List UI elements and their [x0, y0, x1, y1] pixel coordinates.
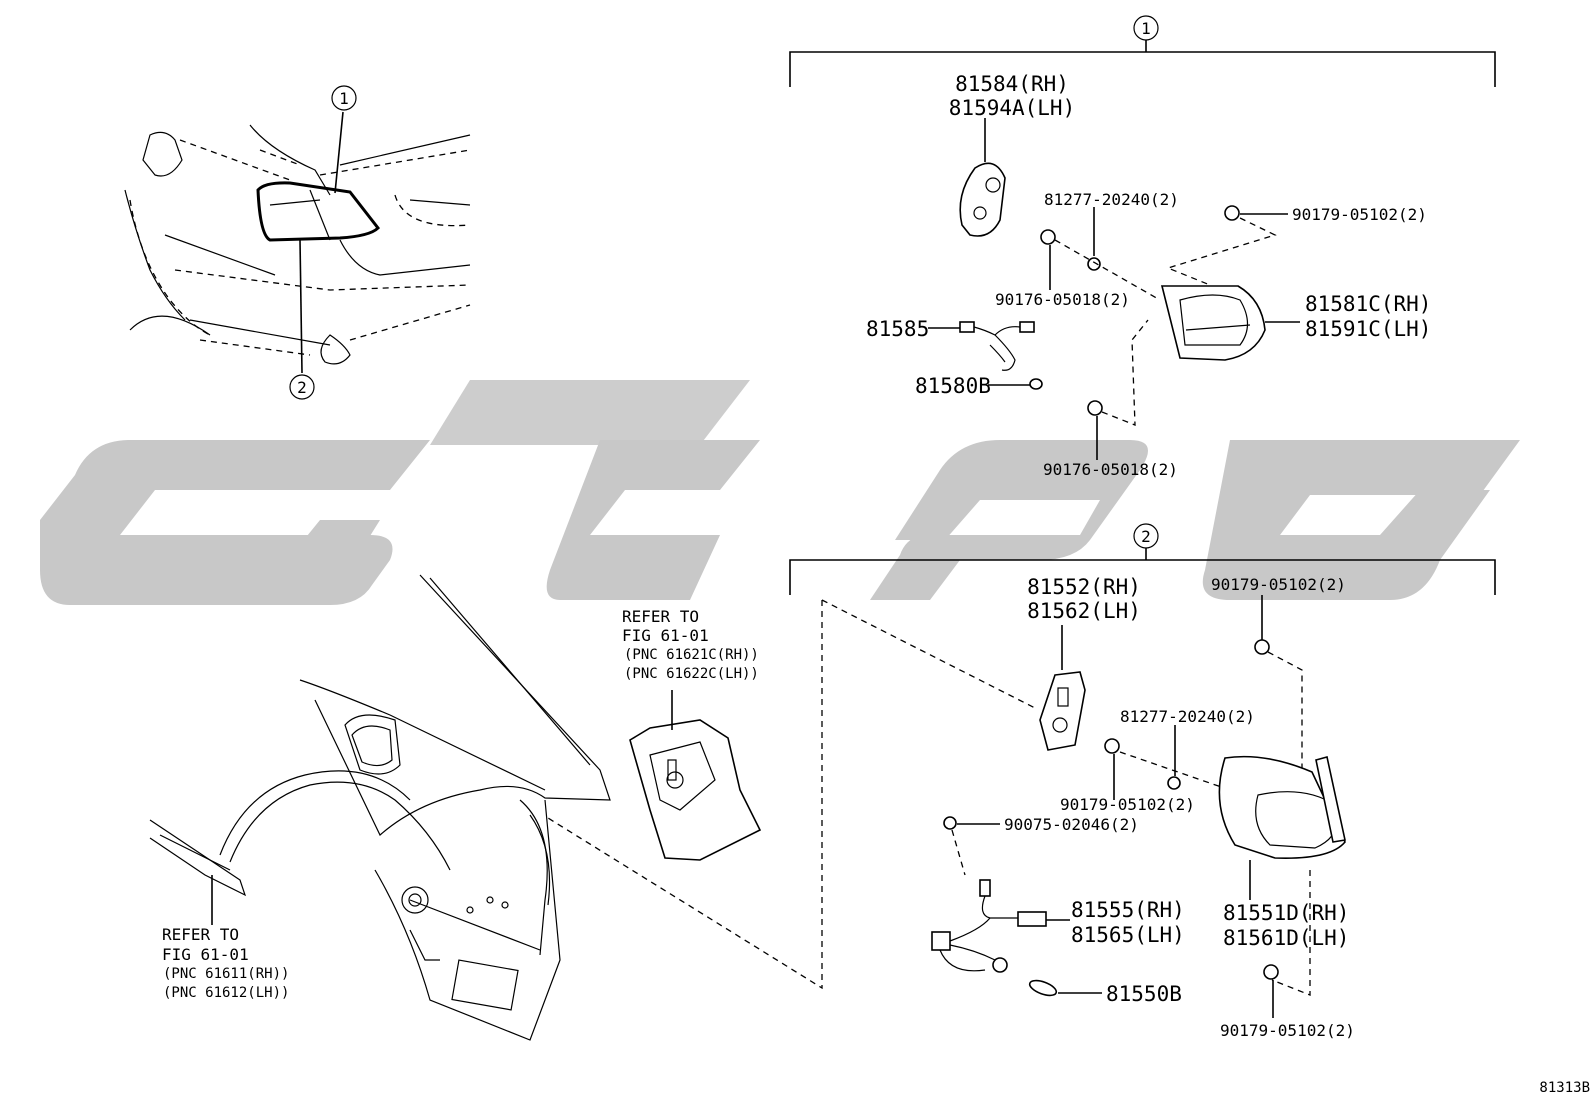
svg-text:(PNC 61611(RH)): (PNC 61611(RH)) — [163, 966, 289, 982]
label-81584: 81584(RH) — [955, 72, 1069, 96]
label-81552: 81552(RH) — [1027, 575, 1141, 599]
group-1-bracket: 1 — [789, 15, 1496, 87]
label-90179-g2a: 90179-05102(2) — [1211, 575, 1346, 594]
part-81277-g1: 81277-20240(2) — [1044, 190, 1179, 271]
part-90176-g1b: 90176-05018(2) — [1043, 319, 1178, 479]
overview-callout-2: 2 — [289, 239, 315, 400]
label-81580B: 81580B — [915, 374, 991, 398]
label-81277-g1: 81277-20240(2) — [1044, 190, 1179, 209]
leader-g2-dash-body — [547, 600, 823, 990]
label-90075: 90075-02046(2) — [1004, 815, 1139, 834]
part-81555-socket: 81555(RH) 81565(LH) — [931, 879, 1185, 973]
tail-lamp-bracket — [629, 690, 762, 861]
label-81594A: 81594A(LH) — [949, 96, 1075, 120]
overview-callout-1: 1 — [331, 85, 357, 194]
part-90179-g1a: 90179-05102(2) — [1166, 205, 1427, 286]
quarter-panel-drawing — [149, 574, 611, 1041]
label-81565: 81565(LH) — [1071, 923, 1185, 947]
label-81562: 81562(LH) — [1027, 599, 1141, 623]
part-90179-g2c: 90179-05102(2) — [1220, 964, 1355, 1040]
part-81584-gasket: 81584(RH) 81594A(LH) — [949, 72, 1075, 237]
label-90176-g1b: 90176-05018(2) — [1043, 460, 1178, 479]
figure-id: 81313B — [1539, 1080, 1590, 1096]
part-81580B-bulb: 81580B — [915, 374, 1043, 398]
part-90075-clip: 90075-02046(2) — [943, 815, 1139, 876]
svg-text:REFER TO: REFER TO — [622, 607, 699, 626]
part-90176-g1a: 90176-05018(2) — [995, 229, 1130, 309]
ref-note-mid: REFER TO FIG 61-01 (PNC 61621C(RH)) (PNC… — [622, 607, 759, 682]
leader-g2-dash-gasket — [821, 599, 1036, 709]
part-81277-g2: 81277-20240(2) — [1120, 707, 1255, 790]
part-90179-g2b: 90179-05102(2) — [1060, 738, 1231, 814]
label-81555: 81555(RH) — [1071, 898, 1185, 922]
group-2-bracket: 2 — [789, 523, 1496, 595]
label-90179-g1a: 90179-05102(2) — [1292, 205, 1427, 224]
label-90179-g2c: 90179-05102(2) — [1220, 1021, 1355, 1040]
svg-text:(PNC 61621C(RH)): (PNC 61621C(RH)) — [624, 647, 759, 663]
part-81550B-bulb: 81550B — [1028, 979, 1182, 1006]
label-81551D: 81551D(RH) — [1223, 901, 1349, 925]
label-81581C: 81581C(RH) — [1305, 292, 1431, 316]
watermark — [40, 380, 1520, 605]
svg-text:(PNC 61622C(LH)): (PNC 61622C(LH)) — [624, 666, 759, 682]
svg-text:1: 1 — [1141, 19, 1151, 38]
part-90179-g2a: 90179-05102(2) — [1211, 575, 1346, 770]
label-90179-g2b: 90179-05102(2) — [1060, 795, 1195, 814]
svg-text:2: 2 — [1141, 527, 1151, 546]
car-rear-overview — [124, 124, 471, 365]
svg-text:(PNC 61612(LH)): (PNC 61612(LH)) — [163, 985, 289, 1001]
svg-text:2: 2 — [297, 378, 307, 397]
svg-text:FIG 61-01: FIG 61-01 — [622, 626, 709, 645]
label-81585: 81585 — [866, 317, 929, 341]
part-81585-socket: 81585 — [866, 317, 1035, 371]
leader-g1-dash-a — [1054, 239, 1161, 301]
svg-text:1: 1 — [339, 89, 349, 108]
svg-text:REFER TO: REFER TO — [162, 925, 239, 944]
label-81277-g2: 81277-20240(2) — [1120, 707, 1255, 726]
part-81581C-lens: 81581C(RH) 81591C(LH) — [1160, 285, 1431, 361]
part-81552-gasket: 81552(RH) 81562(LH) — [1027, 575, 1141, 751]
svg-text:FIG 61-01: FIG 61-01 — [162, 945, 249, 964]
label-90176-g1a: 90176-05018(2) — [995, 290, 1130, 309]
part-81551D-lens: 81551D(RH) 81561D(LH) — [1218, 755, 1349, 996]
label-81561D: 81561D(LH) — [1223, 926, 1349, 950]
label-81550B: 81550B — [1106, 982, 1182, 1006]
ref-note-left: REFER TO FIG 61-01 (PNC 61611(RH)) (PNC … — [162, 925, 289, 1001]
label-81591C: 81591C(LH) — [1305, 317, 1431, 341]
